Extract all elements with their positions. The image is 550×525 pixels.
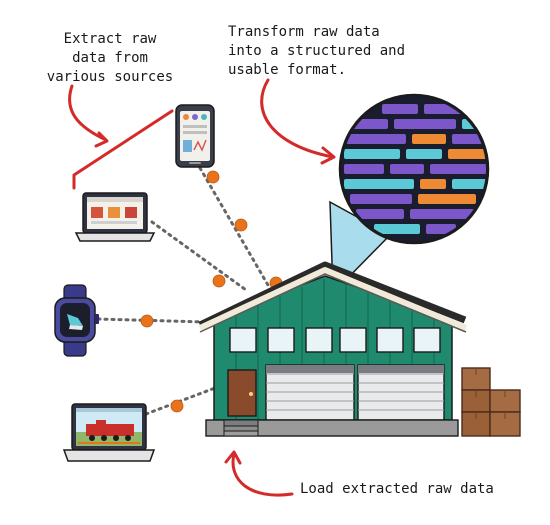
connector-watch xyxy=(96,317,208,324)
extract-bracket-line xyxy=(72,109,174,190)
load-arrow xyxy=(231,452,294,497)
connector-dot xyxy=(234,218,248,232)
extract-arrow-head xyxy=(94,131,109,148)
load-arrow-head xyxy=(224,450,242,465)
smartwatch-icon xyxy=(54,284,99,357)
connector-dot xyxy=(140,314,154,328)
laptop-video-icon xyxy=(62,403,156,462)
laptop-shopping-icon xyxy=(74,192,156,242)
smartphone-icon xyxy=(175,104,215,168)
load-label: Load extracted raw data xyxy=(300,481,494,497)
transform-arrow xyxy=(260,78,335,159)
transform-label: Transform raw data into a structured and… xyxy=(228,24,406,78)
cardboard-boxes-icon xyxy=(461,367,521,437)
connector-dot xyxy=(170,399,184,413)
transform-arrow-head xyxy=(320,146,336,165)
connector-dot xyxy=(212,274,226,288)
warehouse-icon xyxy=(198,261,468,437)
extract-arrow xyxy=(68,84,108,142)
connector-laptop-shop xyxy=(150,220,248,292)
magnifier-data-bars-icon xyxy=(338,93,490,245)
connector-phone xyxy=(198,166,274,294)
connector-dot xyxy=(206,170,220,184)
extract-label: Extract raw data from various sources xyxy=(46,31,174,85)
red-arrows xyxy=(68,78,336,497)
